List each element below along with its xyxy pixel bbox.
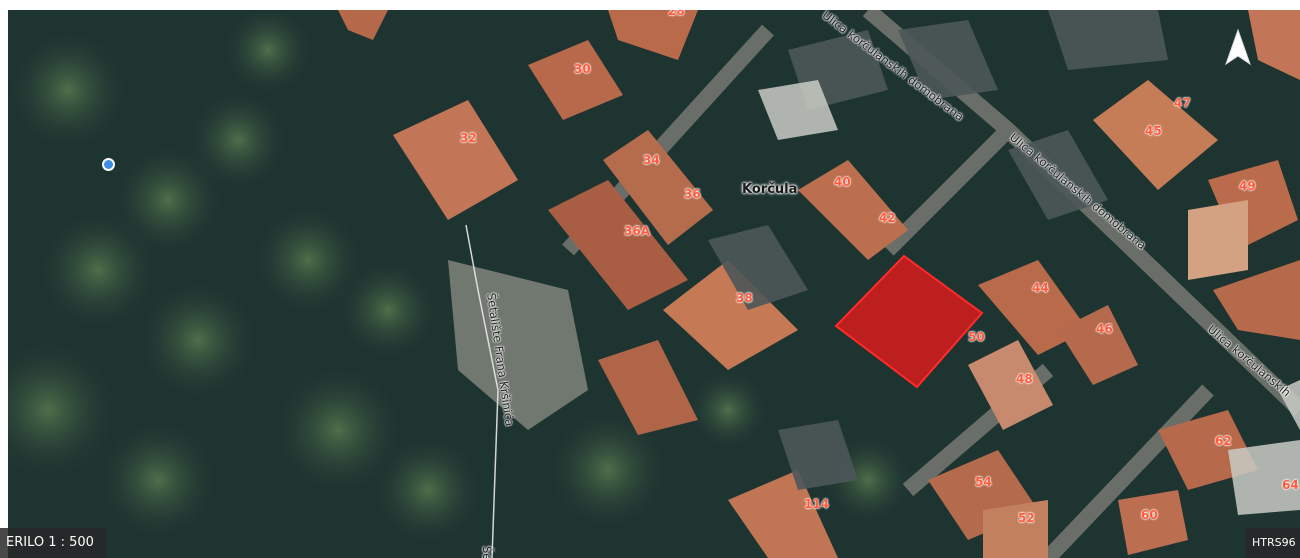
scale-label: ERILO 1 : 500 — [6, 535, 94, 550]
house-number: 49 — [1239, 179, 1256, 193]
house-number: 45 — [1145, 124, 1162, 138]
house-number: 42 — [879, 211, 896, 225]
crs-label: HTRS96 — [1252, 536, 1296, 549]
house-number: 50 — [968, 330, 985, 344]
house-number: 36 — [684, 187, 701, 201]
house-number: 46 — [1096, 322, 1113, 336]
house-number: 47 — [1174, 96, 1191, 110]
house-number: 30 — [574, 62, 591, 76]
north-arrow-icon[interactable] — [1224, 28, 1252, 68]
map-canvas[interactable]: 28 30 32 34 36 36A 38 40 42 44 45 46 47 … — [8, 10, 1300, 558]
place-label: Korčula — [742, 182, 798, 197]
house-number: 64 — [1282, 478, 1299, 492]
house-number: 60 — [1141, 508, 1158, 522]
house-number: 52 — [1018, 511, 1035, 525]
house-number: 114 — [804, 497, 830, 511]
house-number: 48 — [1016, 372, 1033, 386]
highlighted-parcel — [834, 254, 984, 389]
house-number: 54 — [975, 475, 992, 489]
house-number: 40 — [834, 175, 851, 189]
house-number: 62 — [1215, 434, 1232, 448]
house-number: 28 — [668, 10, 685, 18]
house-number: 34 — [643, 153, 660, 167]
location-dot-icon[interactable] — [102, 158, 115, 171]
house-number: 44 — [1032, 281, 1049, 295]
house-number: 36A — [624, 224, 650, 238]
street-label: Še — [480, 546, 494, 558]
aerial-imagery — [8, 10, 1300, 558]
scale-indicator: ERILO 1 : 500 — [0, 528, 106, 558]
house-number: 32 — [460, 131, 477, 145]
crs-indicator: HTRS96 — [1246, 528, 1300, 558]
house-number: 38 — [736, 291, 753, 305]
